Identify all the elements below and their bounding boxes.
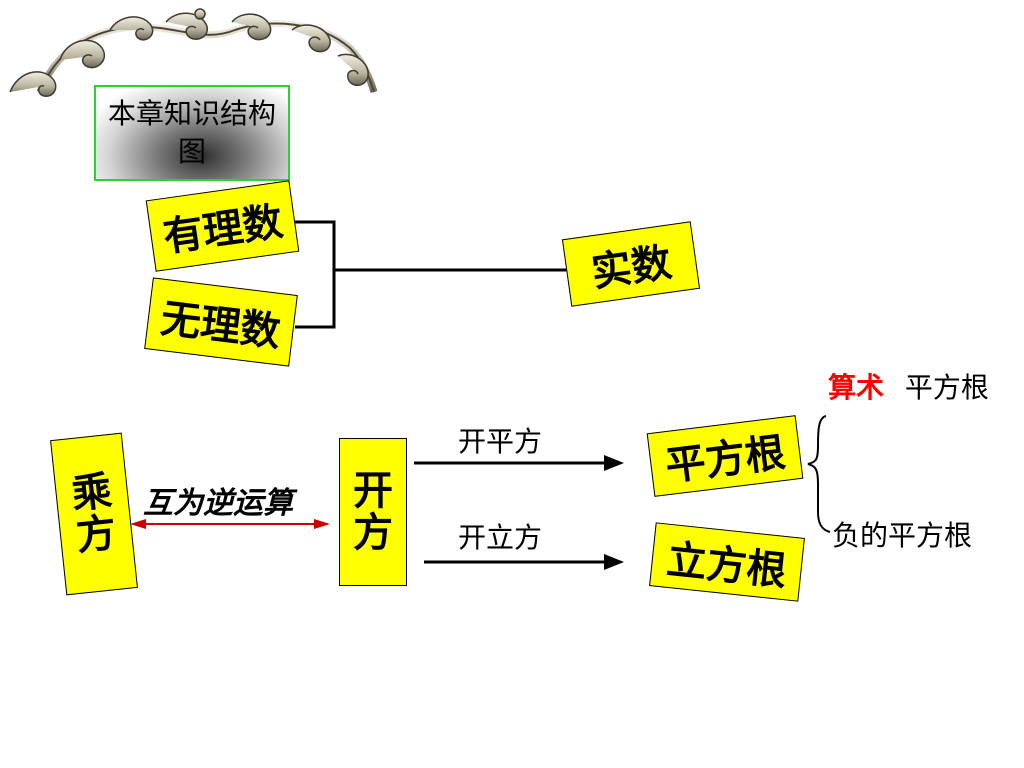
cube-root-label: 立方根 [664,536,789,596]
arithmetic-word: 算术 [828,371,885,404]
curly-brace [807,415,831,533]
take-square-root-label: 开平方 [458,425,543,458]
square-root-label: 平方根 [663,429,788,491]
power-label-top: 乘 [69,468,115,519]
title-box: 本章知识结构图 [94,85,290,181]
bracket-line [295,220,336,329]
power-label-bottom: 方 [73,509,119,560]
inverse-operation-label: 互为逆运算 [143,486,293,521]
extract-root-label-top: 开 [353,468,393,514]
page-title: 本章知识结构图 [107,97,276,168]
extract-root-label-bottom: 方 [353,510,393,556]
irrational-number-label: 无理数 [158,295,283,357]
arithmetic-square-root-label: 算术 平方根 [828,366,989,406]
square-root-arrow-head [604,455,624,471]
scroll-ornament-icon [9,8,378,97]
negative-square-root-label: 负的平方根 [832,519,973,552]
real-number-label: 实数 [588,239,675,297]
rational-number-label: 有理数 [160,198,286,262]
cube-root-arrow-head [604,554,624,570]
inverse-arrow-left-head [130,519,146,529]
take-cube-root-label: 开立方 [458,521,543,554]
square-root-word: 平方根 [904,371,989,404]
inverse-arrow-right-head [314,519,330,529]
extract-root-box: 开 方 [339,438,407,586]
